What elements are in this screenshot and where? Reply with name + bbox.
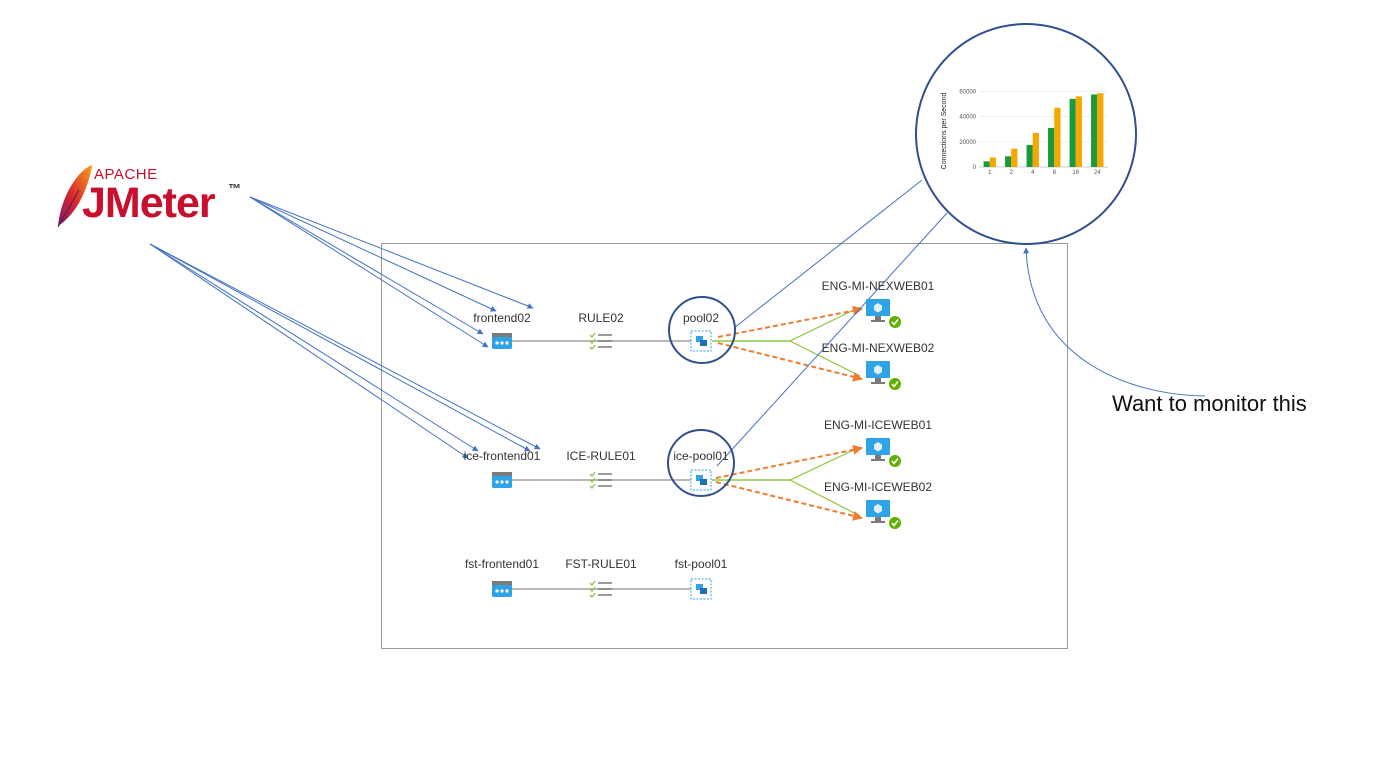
logo-trademark: ™	[228, 181, 241, 196]
chart-xtick-label: 1	[988, 170, 992, 176]
chart-ytick-label: 60000	[959, 89, 976, 95]
chart-bar	[1075, 96, 1082, 167]
chart-bar	[1054, 107, 1061, 167]
chart-bar	[1069, 98, 1076, 167]
row-frontend02: frontend02 RULE02 pool02	[473, 311, 719, 352]
server-nexweb01[interactable]: ENG-MI-NEXWEB01	[822, 279, 935, 328]
chart-ytick-label: 20000	[959, 140, 976, 146]
chart-bar	[1032, 132, 1039, 167]
logo-product-text: JMeter	[82, 179, 216, 227]
status-check-icon	[889, 455, 901, 467]
vm-monitor-icon	[866, 361, 890, 384]
connections-chart: Connections per Second 0200004000060000 …	[941, 89, 1108, 176]
zoom-callout-lines	[716, 179, 948, 467]
server-nexweb02[interactable]: ENG-MI-NEXWEB02	[822, 341, 935, 390]
row-ice-frontend01: ice-frontend01 ICE-RULE01 ice-pool01	[464, 449, 729, 491]
chart-bar	[1005, 156, 1012, 167]
server-iceweb02[interactable]: ENG-MI-ICEWEB02	[824, 480, 932, 529]
rule-label: ICE-RULE01	[566, 449, 636, 463]
status-check-icon	[889, 378, 901, 390]
vm-monitor-icon	[866, 500, 890, 523]
load-balancer-frontend-icon[interactable]	[492, 581, 512, 597]
chart-gridlines	[979, 91, 1108, 168]
backend-links	[712, 306, 861, 517]
chart-xtick-label: 16	[1072, 170, 1079, 176]
chart-xtick-label: 2	[1010, 170, 1014, 176]
backend-pool-icon[interactable]	[690, 469, 712, 491]
chart-bar	[1026, 144, 1033, 167]
chart-bar	[983, 161, 990, 167]
row-fst-frontend01: fst-frontend01 FST-RULE01 fst-pool01	[465, 557, 728, 600]
load-arrows	[149, 196, 541, 459]
chart-bars	[983, 93, 1104, 167]
chart-xtick-label: 8	[1053, 170, 1057, 176]
pool02-highlight	[668, 296, 736, 364]
load-balancer-frontend-icon[interactable]	[492, 333, 512, 349]
chart-bar	[1011, 148, 1018, 167]
annotation-arrow	[1023, 247, 1206, 397]
resource-frame	[381, 243, 1068, 649]
rule-label: RULE02	[578, 311, 624, 325]
backend-pool-icon[interactable]	[690, 578, 712, 600]
server-iceweb01[interactable]: ENG-MI-ICEWEB01	[824, 418, 932, 467]
chart-bar	[989, 157, 996, 167]
rule-checklist-icon[interactable]	[589, 471, 612, 489]
chart-ytick-label: 0	[973, 165, 977, 171]
vm-monitor-icon	[866, 299, 890, 322]
server-label: ENG-MI-NEXWEB02	[822, 341, 935, 355]
backend-pool-icon[interactable]	[690, 330, 712, 352]
chart-xtick-label: 24	[1094, 170, 1101, 176]
server-label: ENG-MI-ICEWEB01	[824, 418, 932, 432]
pool-label: ice-pool01	[673, 449, 729, 463]
chart-bar	[1048, 127, 1055, 167]
chart-xtick-label: 4	[1031, 170, 1035, 176]
status-check-icon	[889, 517, 901, 529]
rule-checklist-icon[interactable]	[589, 580, 612, 598]
connectors	[512, 340, 692, 590]
chart-bar	[1091, 94, 1098, 167]
logo-apache-text: APACHE	[94, 166, 158, 183]
feather-icon	[58, 165, 92, 226]
chart-bar	[1097, 93, 1104, 167]
rule-label: FST-RULE01	[565, 557, 637, 571]
rule-checklist-icon[interactable]	[589, 332, 612, 350]
chart-ytick-label: 40000	[959, 115, 976, 121]
vm-monitor-icon	[866, 438, 890, 461]
jmeter-logo: APACHE JMeter ™	[57, 165, 241, 228]
status-check-icon	[889, 316, 901, 328]
server-label: ENG-MI-NEXWEB01	[822, 279, 935, 293]
zoom-circle	[915, 23, 1137, 245]
pool-label: pool02	[683, 311, 719, 325]
load-balancer-frontend-icon[interactable]	[492, 472, 512, 488]
frontend-label: frontend02	[473, 311, 531, 325]
frontend-label: fst-frontend01	[465, 557, 539, 571]
traffic-arrows	[715, 305, 863, 521]
frontend-label: ice-frontend01	[464, 449, 541, 463]
chart-ytick-labels: 0 20000 40000 60000	[959, 89, 976, 171]
annotation-text: Want to monitor this	[1112, 391, 1307, 416]
chart-ylabel: Connections per Second	[941, 93, 948, 170]
ice-pool01-highlight	[667, 429, 735, 497]
pool-label: fst-pool01	[675, 557, 728, 571]
server-label: ENG-MI-ICEWEB02	[824, 480, 932, 494]
